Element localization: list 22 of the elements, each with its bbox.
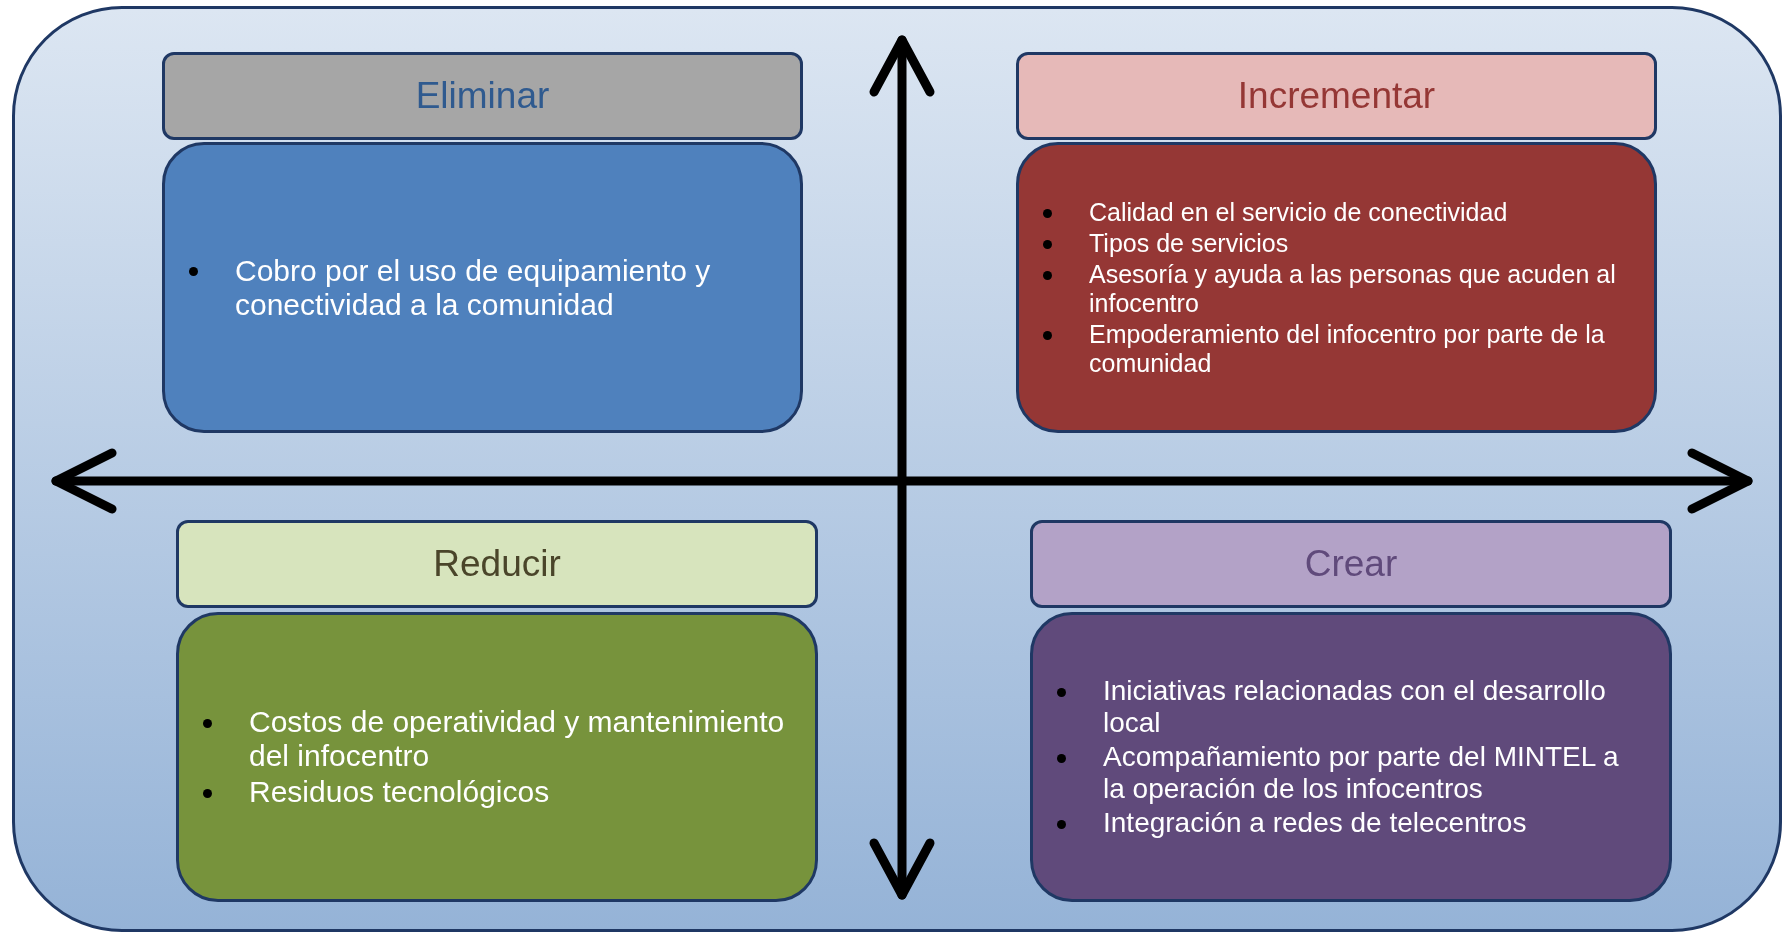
bullet-item: Residuos tecnológicos bbox=[249, 775, 550, 808]
heading-text: Incrementar bbox=[1237, 75, 1436, 117]
content-box bbox=[176, 612, 818, 902]
bullet-item: Empoderamiento del infocentro por parte de la comunidad bbox=[1089, 319, 1605, 377]
heading-text: Eliminar bbox=[415, 75, 550, 117]
content-box bbox=[162, 142, 803, 433]
bullet-item: Tipos de servicios bbox=[1089, 228, 1289, 257]
bullet-item: Acompañamiento por parte del MINTEL a la operación de los infocentros bbox=[1103, 741, 1619, 804]
bullet-item: Integración a redes de telecentros bbox=[1103, 807, 1527, 838]
heading-text: Crear bbox=[1304, 543, 1398, 585]
bullet-item: Cobro por el uso de equipamiento y conectividad a la comunidad bbox=[235, 253, 711, 321]
heading-box bbox=[176, 520, 818, 608]
heading-box bbox=[1016, 52, 1657, 140]
bullet-item: Costos de operatividad y mantenimiento del infocentro bbox=[249, 705, 785, 772]
bullet-item: Calidad en el servicio de conectividad bbox=[1089, 197, 1508, 226]
content-box bbox=[1016, 142, 1657, 433]
heading-box bbox=[162, 52, 803, 140]
heading-text: Reducir bbox=[433, 543, 561, 585]
heading-box bbox=[1030, 520, 1672, 608]
bullet-item: Iniciativas relacionadas con el desarrollo local bbox=[1103, 675, 1606, 738]
content-box bbox=[1030, 612, 1672, 902]
bullet-item: Asesoría y ayuda a las personas que acuden al infocentro bbox=[1089, 259, 1616, 317]
